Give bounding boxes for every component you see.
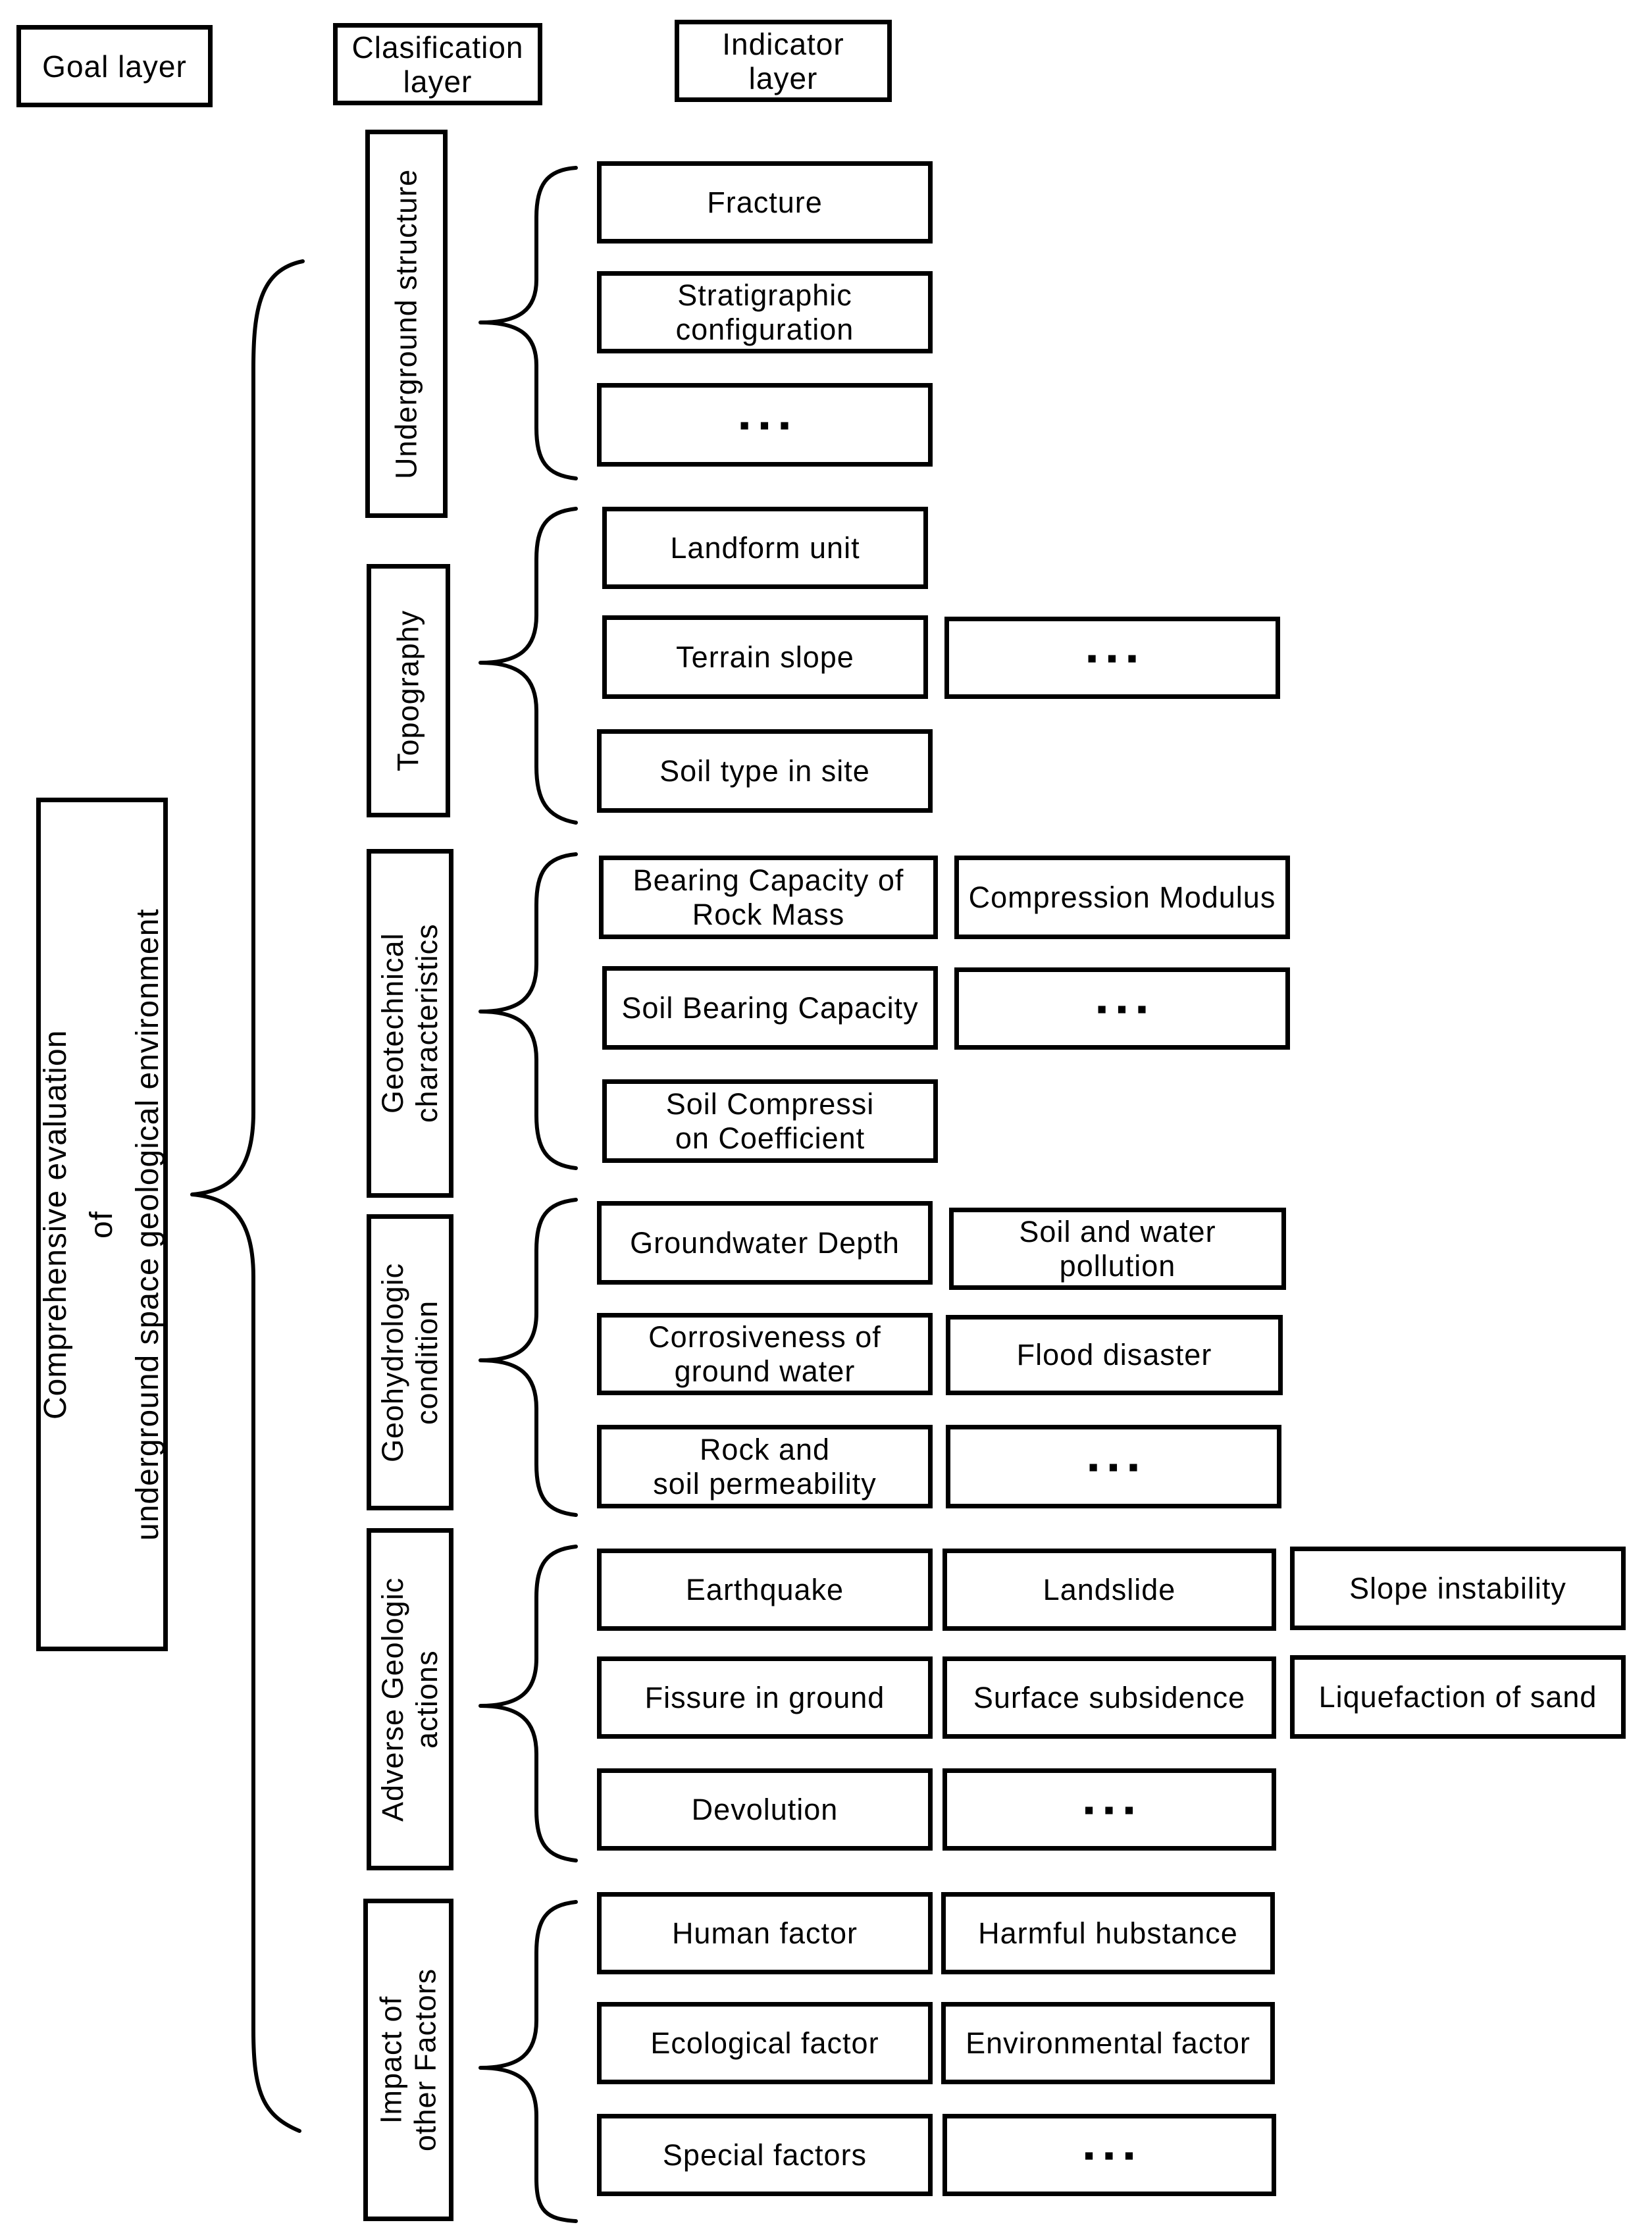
- indicator-special-factors: Special factors: [597, 2114, 933, 2196]
- indicator-ellipsis: ▪ ▪ ▪: [946, 1425, 1281, 1508]
- indicator-bearing-capacity-rock-mass: Bearing Capacity of Rock Mass: [599, 856, 938, 939]
- indicator-harmful-substance: Harmful hubstance: [941, 1892, 1275, 1974]
- brace-topography: [478, 507, 578, 825]
- indicator-human-factor: Human factor: [597, 1892, 933, 1974]
- indicator-stratigraphic-configuration: Stratigraphic configuration: [597, 271, 933, 353]
- indicator-landform-unit: Landform unit: [602, 507, 928, 589]
- indicator-soil-compression-coefficient: Soil Compressi on Coefficient: [602, 1079, 938, 1163]
- group-other-factors: Impact of other Factors: [363, 1899, 453, 2221]
- group-underground-structure: Underground structure: [365, 130, 448, 518]
- indicator-terrain-slope: Terrain slope: [602, 615, 928, 699]
- indicator-flood-disaster: Flood disaster: [946, 1315, 1283, 1395]
- goal-brace: [190, 259, 305, 2133]
- indicator-surface-subsidence: Surface subsidence: [942, 1656, 1276, 1739]
- header-goal-layer: Goal layer: [16, 25, 213, 107]
- indicator-soil-water-pollution: Soil and water pollution: [949, 1208, 1286, 1290]
- indicator-slope-instability: Slope instability: [1290, 1547, 1626, 1630]
- indicator-fracture: Fracture: [597, 161, 933, 244]
- group-geohydrologic: Geohydrologic condition: [367, 1214, 453, 1510]
- indicator-liquefaction-of-sand: Liquefaction of sand: [1290, 1655, 1626, 1739]
- indicator-fissure-in-ground: Fissure in ground: [597, 1656, 933, 1739]
- indicator-earthquake: Earthquake: [597, 1549, 933, 1631]
- indicator-ellipsis: ▪ ▪ ▪: [597, 383, 933, 467]
- indicator-soil-type-in-site: Soil type in site: [597, 729, 933, 813]
- indicator-landslide: Landslide: [942, 1549, 1276, 1631]
- brace-adverse-geologic: [478, 1545, 578, 1862]
- indicator-rock-soil-permeability: Rock and soil permeability: [597, 1425, 933, 1508]
- group-adverse-geologic: Adverse Geologic actions: [367, 1528, 453, 1870]
- indicator-ellipsis: ▪ ▪ ▪: [942, 1768, 1276, 1851]
- indicator-ellipsis: ▪ ▪ ▪: [954, 967, 1290, 1050]
- brace-underground-structure: [478, 166, 578, 480]
- brace-other-factors: [478, 1900, 578, 2223]
- indicator-environmental-factor: Environmental factor: [941, 2002, 1275, 2084]
- indicator-devolution: Devolution: [597, 1768, 933, 1851]
- group-topography: Topography: [367, 564, 450, 817]
- indicator-ellipsis: ▪ ▪ ▪: [942, 2114, 1276, 2196]
- group-geotechnical: Geotechnical characteristics: [367, 849, 453, 1198]
- indicator-ecological-factor: Ecological factor: [597, 2002, 933, 2084]
- brace-geotechnical: [478, 852, 578, 1170]
- indicator-corrosiveness-ground-water: Corrosiveness of ground water: [597, 1313, 933, 1395]
- indicator-groundwater-depth: Groundwater Depth: [597, 1201, 933, 1285]
- header-indicator-layer: Indicator layer: [675, 20, 892, 102]
- indicator-compression-modulus: Compression Modulus: [954, 856, 1290, 939]
- header-classification-layer: Clasification layer: [333, 23, 542, 105]
- indicator-soil-bearing-capacity: Soil Bearing Capacity: [602, 966, 938, 1050]
- indicator-ellipsis: ▪ ▪ ▪: [944, 617, 1280, 699]
- brace-geohydrologic: [478, 1198, 578, 1517]
